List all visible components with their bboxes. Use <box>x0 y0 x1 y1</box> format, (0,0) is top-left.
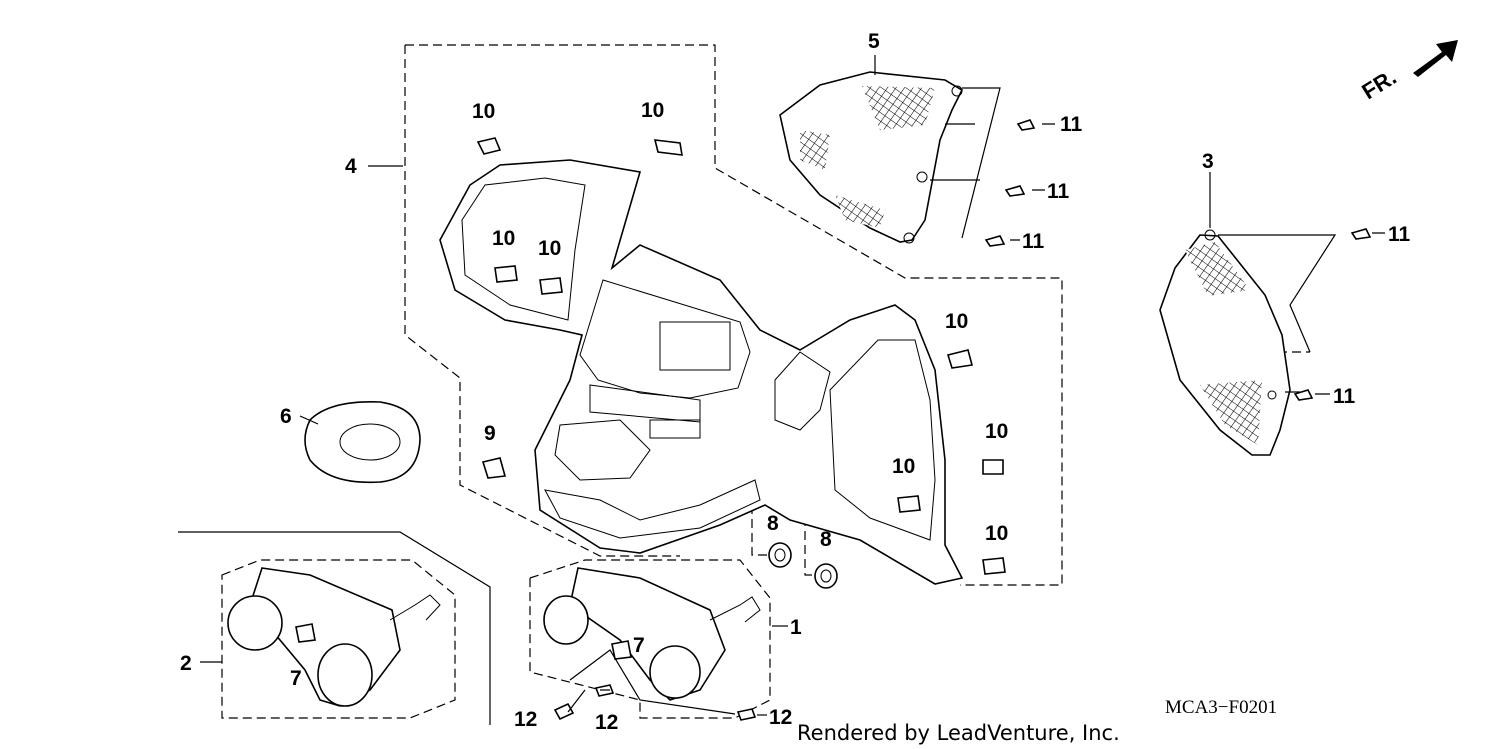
callout-10g: 10 <box>892 455 915 478</box>
callout-10d: 10 <box>538 237 561 260</box>
side-cover-part <box>1159 229 1337 456</box>
callout-12a: 12 <box>514 708 537 731</box>
diagram-code: MCA3−F0201 <box>1165 697 1277 718</box>
callout-11a: 11 <box>1060 113 1083 136</box>
clips <box>295 137 1006 660</box>
callout-7a: 7 <box>290 667 302 690</box>
callout-8a: 8 <box>767 512 779 535</box>
callout-labels: 1 2 3 4 5 6 7 7 8 8 9 10 10 10 10 10 10 … <box>180 30 1411 734</box>
callout-1: 1 <box>790 616 802 639</box>
callout-9: 9 <box>484 422 496 445</box>
callout-11c: 11 <box>1022 230 1045 253</box>
callout-11d: 11 <box>1388 223 1411 246</box>
callout-3: 3 <box>1202 150 1214 173</box>
upper-cover-part <box>779 71 1001 244</box>
callout-5: 5 <box>868 30 880 53</box>
callout-8b: 8 <box>820 528 832 551</box>
group-outline-panel-4 <box>404 44 1063 586</box>
inner-panel-part <box>439 159 964 585</box>
callout-12c: 12 <box>769 706 792 729</box>
callout-12b: 12 <box>595 711 618 734</box>
front-direction-arrow-icon: FR. <box>1357 40 1458 104</box>
callout-11b: 11 <box>1047 180 1070 203</box>
callout-7b: 7 <box>633 634 645 657</box>
callout-10c: 10 <box>492 227 515 250</box>
callout-2: 2 <box>180 652 192 675</box>
leader-lines <box>200 55 1385 716</box>
render-credit: Rendered by LeadVenture, Inc. <box>797 721 1120 745</box>
ring-trim-part <box>304 401 421 484</box>
callout-6: 6 <box>280 405 292 428</box>
callout-11e: 11 <box>1333 385 1356 408</box>
grommets <box>768 542 838 589</box>
group-outline-switch-2 <box>178 531 491 725</box>
callout-10f: 10 <box>985 420 1008 443</box>
callout-10h: 10 <box>985 522 1008 545</box>
front-direction-label: FR. <box>1357 64 1400 104</box>
switch-assembly-2 <box>227 567 441 707</box>
callout-10b: 10 <box>641 99 664 122</box>
callout-10e: 10 <box>945 310 968 333</box>
switch-assembly-1 <box>543 567 761 701</box>
callout-4: 4 <box>345 155 357 178</box>
callout-10a: 10 <box>472 100 495 123</box>
